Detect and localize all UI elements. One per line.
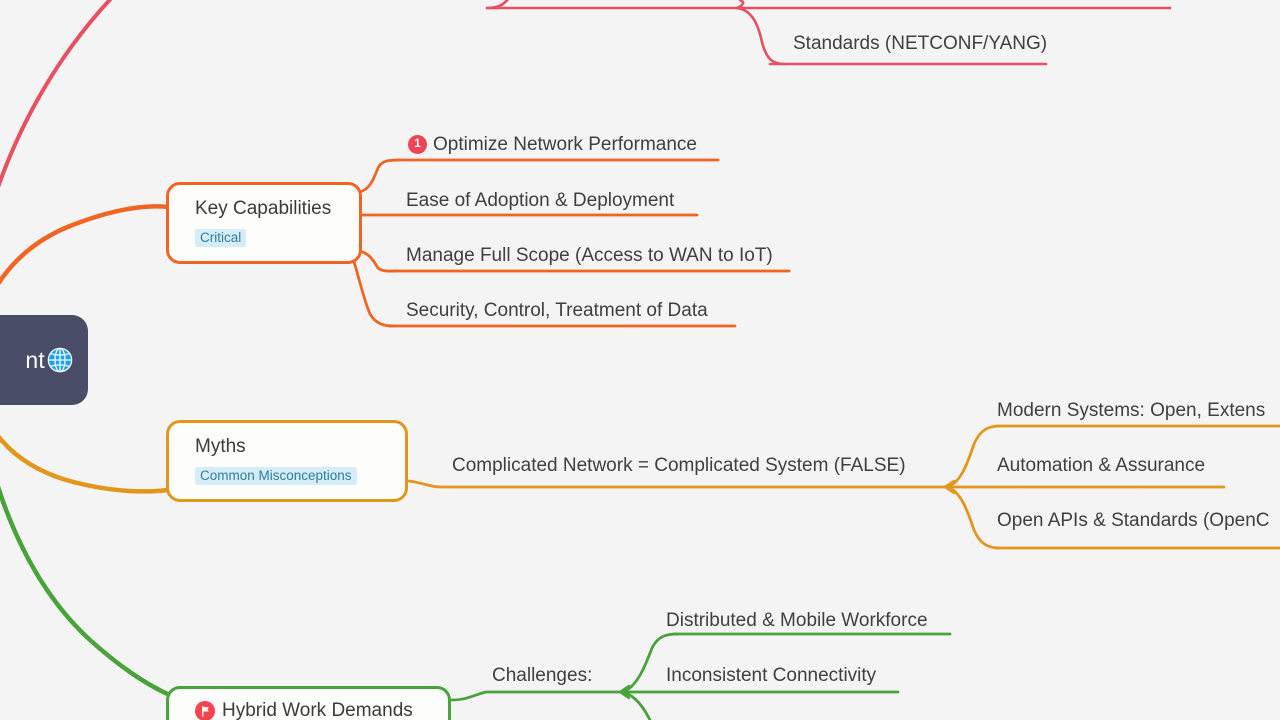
node-key-capabilities-title: Key Capabilities [195, 198, 332, 219]
flag-icon [195, 701, 215, 720]
node-hybrid-work-demands-title-row: Hybrid Work Demands [195, 700, 430, 720]
wire-orange-fork-4 [351, 256, 396, 328]
leaf-ease-of-adoption-deployment[interactable]: Ease of Adoption & Deployment [406, 190, 675, 211]
leaf-security-control-treatment-of-data[interactable]: Security, Control, Treatment of Data [406, 300, 708, 321]
number-badge-1: 1 [408, 135, 427, 154]
wire-amber-sub3-fork [943, 485, 1002, 550]
wire-orange-fork-1 [357, 158, 402, 194]
leaf-optimize-network-performance-label: Optimize Network Performance [433, 134, 697, 155]
wire-green-main [0, 485, 185, 703]
node-key-capabilities-tag: Critical [195, 228, 247, 247]
leaf-optimize-network-performance[interactable]: 1 Optimize Network Performance [408, 135, 697, 154]
central-node[interactable]: nt [0, 315, 88, 405]
wire-red-upper-left [485, 0, 510, 10]
node-key-capabilities[interactable]: Key Capabilities Critical [166, 182, 362, 264]
wire-green-leaf1-underline [450, 690, 622, 702]
wire-orange-fork-3 [357, 249, 400, 273]
wire-amber-sub1-fork [943, 424, 1002, 489]
wire-red-fork-bottom [735, 6, 786, 66]
leaf-distributed-mobile-workforce[interactable]: Distributed & Mobile Workforce [666, 610, 928, 631]
leaf-modern-systems-open-extensible[interactable]: Modern Systems: Open, Extens [997, 400, 1266, 421]
node-myths-tag: Common Misconceptions [195, 466, 357, 485]
node-hybrid-work-demands[interactable]: Hybrid Work Demands [166, 686, 451, 720]
wire-red-main [0, 0, 113, 188]
node-myths-title: Myths [195, 436, 246, 457]
leaf-automation-assurance[interactable]: Automation & Assurance [997, 455, 1206, 476]
leaf-standards-netconf-yang[interactable]: Standards (NETCONF/YANG) [793, 33, 1048, 54]
wire-red-fork-top [735, 0, 745, 10]
globe-icon [46, 346, 74, 374]
wire-amber-leaf1-underline [407, 479, 947, 489]
leaf-manage-full-scope[interactable]: Manage Full Scope (Access to WAN to IoT) [406, 245, 773, 266]
wire-green-sub3-fork [618, 690, 652, 720]
wire-green-junction-arrow [618, 684, 631, 700]
leaf-challenges[interactable]: Challenges: [492, 665, 593, 686]
wire-amber-junction-arrow [943, 479, 956, 495]
leaf-inconsistent-connectivity[interactable]: Inconsistent Connectivity [666, 665, 877, 686]
leaf-open-apis-standards[interactable]: Open APIs & Standards (OpenC [997, 510, 1270, 531]
node-hybrid-work-demands-title: Hybrid Work Demands [222, 700, 413, 720]
leaf-complicated-network-false[interactable]: Complicated Network = Complicated System… [452, 455, 906, 476]
node-myths[interactable]: Myths Common Misconceptions [166, 420, 408, 502]
central-node-label: nt [25, 346, 45, 373]
